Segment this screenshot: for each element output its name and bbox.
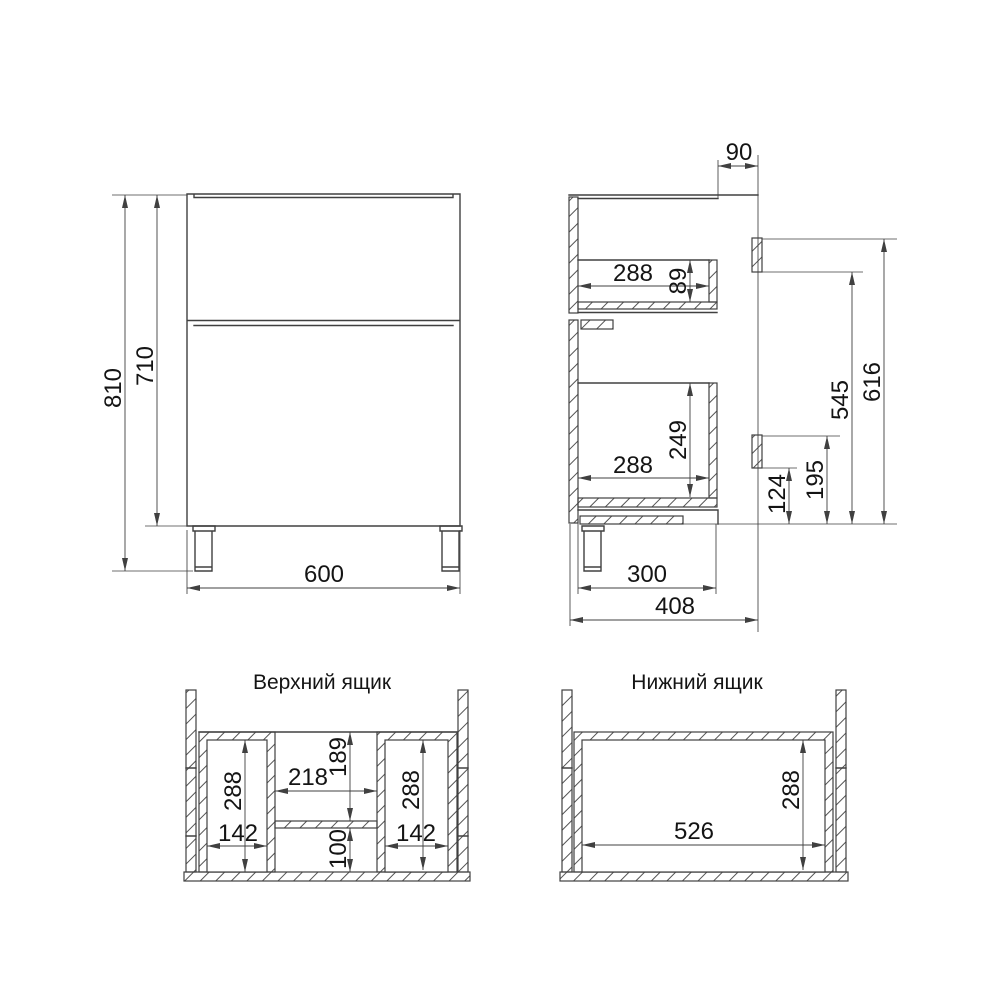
right-leg	[439, 525, 463, 572]
dim-center-gap-width: 218	[275, 764, 377, 794]
lower-drawer-view: Нижний ящик 526 288	[559, 671, 849, 882]
upper-mount-bracket	[751, 237, 763, 273]
bottom-panel	[579, 515, 684, 525]
box-interior	[581, 739, 826, 873]
dim-label: 288	[613, 452, 653, 479]
dim-bracket-lower-top: 195	[802, 436, 830, 524]
drawer-front-panel	[708, 259, 718, 303]
drawer-bottom-panel	[577, 497, 718, 508]
dim-total-depth: 408	[569, 524, 758, 626]
dim-overall-height: 810	[100, 194, 193, 572]
leg	[581, 525, 605, 572]
panel-joint-lines	[185, 767, 469, 837]
dim-label: 616	[859, 362, 886, 402]
dim-label: 249	[665, 420, 692, 460]
dim-label: 124	[764, 474, 791, 514]
dim-label: 288	[220, 771, 247, 811]
dim-width: 600	[186, 530, 461, 594]
box-interior	[206, 739, 268, 873]
view-title: Нижний ящик	[631, 671, 763, 694]
top-panel-lines	[568, 194, 759, 200]
extension-lines	[577, 510, 717, 594]
dim-label: 810	[100, 368, 127, 408]
dim-right-side-width: 142	[385, 820, 448, 849]
left-leg	[192, 525, 216, 572]
cabinet-outline	[186, 193, 461, 527]
front-view: 810 710 600	[100, 193, 463, 594]
dim-label: 288	[778, 770, 805, 810]
dim-left-side-length: 288	[220, 740, 248, 872]
dim-label: 142	[218, 820, 258, 847]
center-support	[274, 820, 378, 829]
dim-label: 526	[674, 818, 714, 845]
right-side-panel	[457, 689, 469, 873]
drawer-bottom-panel	[577, 301, 718, 310]
right-side-panel	[835, 689, 847, 873]
side-view: 90 288 89 249 288 616 545 195	[568, 139, 897, 632]
left-side-panel	[185, 689, 197, 873]
dim-label: 90	[726, 139, 753, 166]
dim-label: 300	[627, 561, 667, 588]
dim-lower-side-height: 249	[665, 383, 693, 497]
back-panel-upper	[568, 196, 579, 314]
dim-label: 288	[398, 770, 425, 810]
dim-label: 100	[325, 829, 352, 869]
dim-right-side-length: 288	[398, 740, 426, 870]
support-rail	[580, 319, 614, 330]
upper-drawer-section	[577, 259, 718, 330]
dim-label: 408	[655, 593, 695, 620]
extension-lines	[186, 530, 461, 594]
bracket-extension-lines	[580, 238, 897, 525]
dim-center-front-depth: 189	[325, 732, 353, 821]
dim-bottom-depth: 300	[577, 510, 717, 594]
dim-inner-depth: 288	[778, 740, 806, 870]
plinth-lines	[577, 509, 719, 525]
left-side-panel	[561, 689, 573, 873]
dim-label: 142	[396, 820, 436, 847]
dim-label: 195	[802, 460, 829, 500]
dim-label: 218	[288, 764, 328, 791]
dim-label: 710	[132, 346, 159, 386]
dim-label: 89	[665, 268, 692, 295]
lower-mount-bracket	[751, 434, 763, 469]
drawer-box	[573, 731, 834, 873]
dim-left-side-width: 142	[207, 820, 267, 849]
dim-label: 545	[827, 380, 854, 420]
dim-upper-inner-depth: 288	[578, 260, 709, 289]
dim-inner-width: 526	[582, 818, 825, 848]
drawer-front-panel	[708, 382, 718, 499]
dim-lower-inner-depth: 288	[578, 452, 709, 481]
dim-bracket-upper-bottom: 545	[827, 272, 855, 524]
back-panel-lower	[568, 319, 579, 524]
dim-label: 288	[613, 260, 653, 287]
view-title: Верхний ящик	[253, 671, 392, 694]
dim-bracket-upper-top: 616	[859, 239, 887, 524]
upper-drawer-view: Верхний ящик 288 142 218 189	[183, 671, 471, 882]
dim-label: 189	[325, 737, 352, 777]
dim-upper-side-height: 89	[665, 260, 693, 302]
dim-center-back-depth: 100	[325, 828, 353, 872]
box-interior	[384, 739, 449, 873]
dim-carcass-height: 710	[132, 195, 187, 527]
dim-top-gap: 90	[717, 139, 758, 198]
front-strip	[183, 871, 471, 882]
dim-bracket-lower-bottom: 124	[764, 468, 792, 524]
front-strip	[559, 871, 849, 882]
lower-drawer-section	[577, 382, 719, 525]
dim-label: 600	[304, 561, 344, 588]
